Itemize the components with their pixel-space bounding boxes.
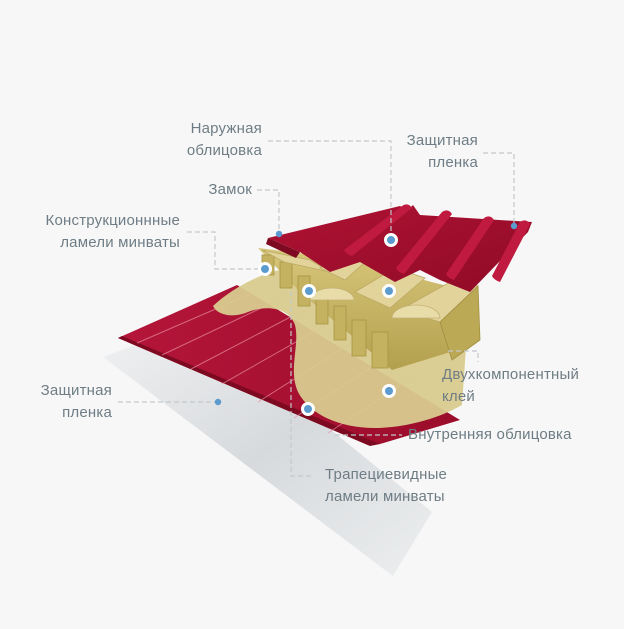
label-protective-film-bottom: Защитная пленка [14,380,112,424]
label-text: Двухкомпонентный [442,366,580,383]
label-text: Внутренняя облицовка [408,426,572,443]
label-text: Трапециевидные [325,466,448,483]
outer-cladding-layer [266,204,532,292]
label-text: ламели минваты [325,488,445,505]
label-protective-film-top: Защитная пленка [380,130,478,174]
label-two-component-adhesive: Двухкомпонентный клей [442,364,579,408]
label-text: Защитная [406,132,478,149]
label-lock: Замок [170,179,252,201]
label-text: Наружная [190,120,262,137]
label-structural-lamellas: Конструкционнные ламели минваты [14,210,180,254]
label-text: клей [442,388,476,405]
label-text: Защитная [40,382,112,399]
protective-film-bottom-layer [103,322,432,576]
label-outer-cladding: Наружная облицовка [150,118,262,162]
label-trapezoidal-lamellas: Трапециевидные ламели минваты [325,464,447,508]
leader-lines [118,140,515,477]
marker-dots [214,222,518,416]
label-inner-cladding: Внутренняя облицовка [408,424,572,446]
label-text: ламели минваты [60,234,180,251]
label-text: Замок [208,181,252,198]
label-text: пленка [428,154,478,171]
label-text: облицовка [186,142,262,159]
label-text: Конструкционнные [45,212,180,229]
label-text: пленка [62,404,112,421]
